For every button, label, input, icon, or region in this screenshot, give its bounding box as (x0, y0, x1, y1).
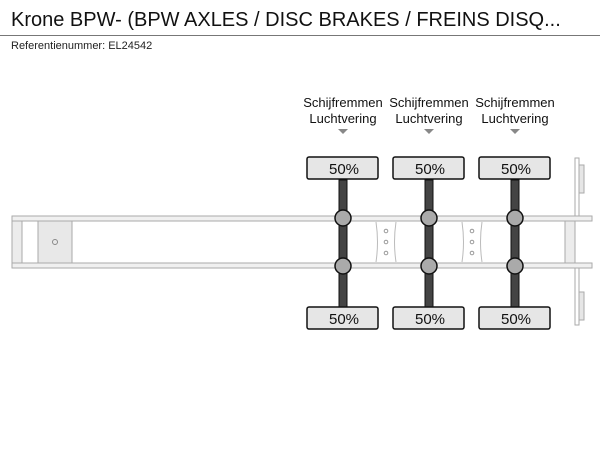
wheel-hub (506, 209, 524, 227)
rear-beam (564, 220, 576, 264)
wheel-hub (506, 257, 524, 275)
load-box (306, 156, 379, 180)
trailer-frame (11, 157, 593, 326)
load-box (306, 306, 379, 330)
load-percentage: 50% (329, 161, 359, 178)
divider (0, 35, 600, 36)
load-percentage: 50% (501, 311, 531, 328)
rear-light-top (578, 164, 585, 194)
load-percentage: 50% (501, 161, 531, 178)
load-box (392, 306, 465, 330)
suspension-type: Luchtvering (481, 111, 549, 126)
page-title: Krone BPW- (BPW AXLES / DISC BRAKES / FR… (11, 9, 561, 31)
wheel-hub (334, 257, 352, 275)
front-beam (11, 220, 23, 264)
axle: 50% 50% (392, 156, 465, 330)
load-percentage: 50% (415, 311, 445, 328)
kingpin-icon (52, 239, 58, 245)
arrow-down-icon (424, 129, 434, 134)
wheel-hub (420, 257, 438, 275)
rear-light-bottom (578, 291, 585, 321)
frame-rail-top (11, 215, 593, 222)
load-percentage: 50% (329, 311, 359, 328)
crossmember (375, 221, 397, 263)
brake-type: Schijfremmen (475, 95, 555, 110)
axle-bar (424, 179, 434, 308)
bumper-bottom (572, 267, 580, 326)
suspension-type: Luchtvering (309, 111, 377, 126)
bumper-top (572, 157, 580, 217)
arrow-down-icon (510, 129, 520, 134)
frame-rail-bottom (11, 262, 593, 269)
axle: 50% 50% (306, 156, 379, 330)
crossmember (461, 221, 483, 263)
brake-type: Schijfremmen (389, 95, 469, 110)
reference-number: Referentienummer: EL24542 (11, 40, 153, 52)
load-percentage: 50% (415, 161, 445, 178)
load-box (392, 156, 465, 180)
axle-bar (510, 179, 520, 308)
load-box (478, 156, 551, 180)
axle: 50% 50% (478, 156, 551, 330)
axle-bar (338, 179, 348, 308)
wheel-hub (334, 209, 352, 227)
load-box (478, 306, 551, 330)
brake-type: Schijfremmen (303, 95, 383, 110)
suspension-type: Luchtvering (395, 111, 463, 126)
arrow-down-icon (338, 129, 348, 134)
kingpin-plate (37, 220, 73, 264)
wheel-hub (420, 209, 438, 227)
